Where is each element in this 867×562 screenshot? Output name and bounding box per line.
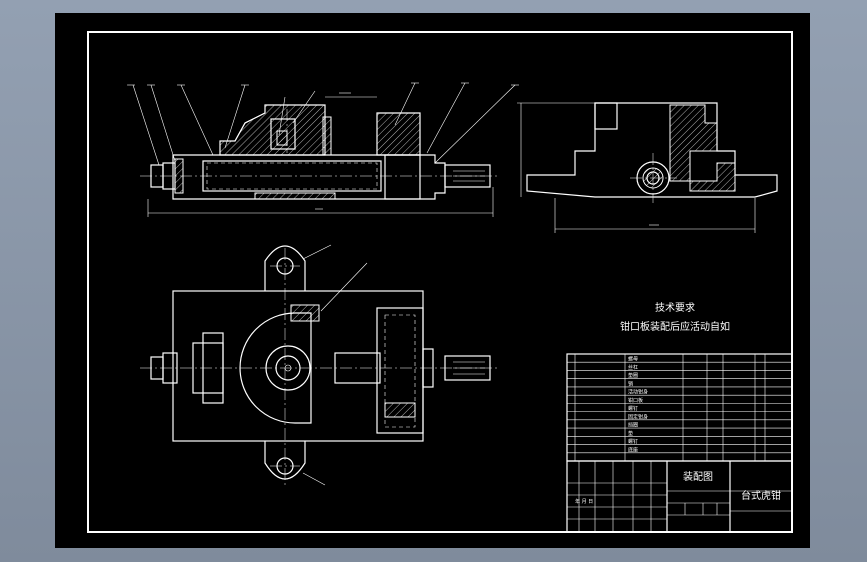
parts-row-name: 固定钳身 xyxy=(628,413,648,420)
front-section-view xyxy=(127,82,519,217)
parts-row-name: 销 xyxy=(628,380,633,387)
date-label: 年 月 日 xyxy=(575,498,593,505)
parts-row-name: 底座 xyxy=(628,446,638,453)
parts-row-name: 垫 xyxy=(628,430,633,437)
side-view xyxy=(517,102,778,233)
parts-row-name: 螺母 xyxy=(628,356,638,363)
parts-row-name: 螺钉 xyxy=(628,405,638,412)
parts-row-name: 挡圈 xyxy=(628,422,638,429)
parts-row-name: 垫圈 xyxy=(628,372,638,379)
parts-row-name: 丝杠 xyxy=(628,364,638,371)
product-name: 台式虎钳 xyxy=(741,489,781,502)
parts-row-name: 钳口板 xyxy=(628,397,643,404)
notes-line-1: 钳口板装配后应活动自如 xyxy=(620,320,730,333)
title-block: 装配图 台式虎钳 年 月 日 xyxy=(566,460,793,533)
assembly-drawing: 技术要求 钳口板装配后应活动自如 螺母丝杠垫圈销活动钳身钳口板螺钉固定钳身挡圈垫… xyxy=(87,31,793,533)
parts-row-name: 螺钉 xyxy=(628,438,638,445)
top-view xyxy=(140,244,500,488)
drawing-type: 装配图 xyxy=(683,470,713,483)
drawing-frame xyxy=(87,31,793,533)
drawing-sheet[interactable]: 技术要求 钳口板装配后应活动自如 螺母丝杠垫圈销活动钳身钳口板螺钉固定钳身挡圈垫… xyxy=(55,13,810,548)
parts-row-name: 活动钳身 xyxy=(628,389,648,396)
notes-heading: 技术要求 xyxy=(655,301,695,314)
